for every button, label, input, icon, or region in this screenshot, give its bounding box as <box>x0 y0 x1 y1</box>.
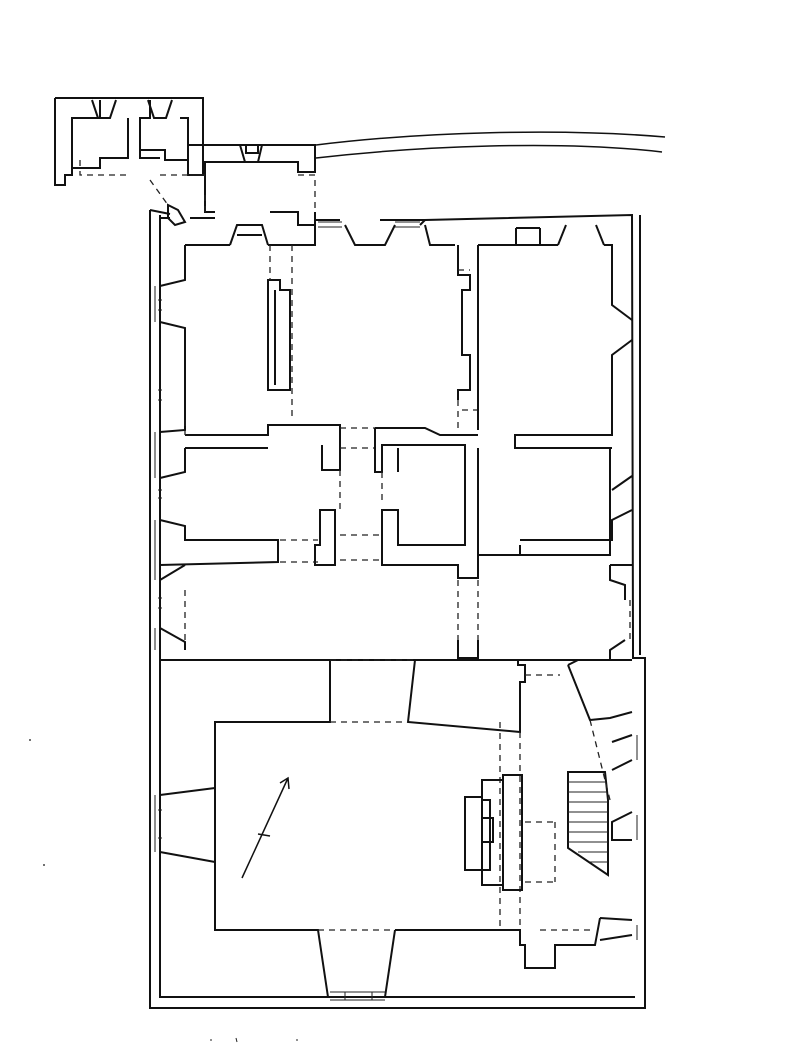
room-middle-east <box>477 448 633 555</box>
great-hall <box>154 659 601 998</box>
staircase <box>525 659 638 941</box>
north-arrow-icon <box>241 776 290 879</box>
fireplace <box>464 774 523 891</box>
entrance-block <box>167 144 316 227</box>
room-middle-center <box>340 428 611 579</box>
corridor <box>159 564 632 660</box>
north-windows <box>229 219 605 246</box>
annex-northwest <box>54 97 204 206</box>
room-north-west <box>159 225 341 471</box>
outer-walls <box>149 209 646 1009</box>
west-windows <box>154 286 162 650</box>
room-north-center <box>340 245 478 449</box>
south-window <box>330 991 385 1001</box>
room-north-east <box>375 244 633 449</box>
pencil-marks <box>29 739 298 1043</box>
room-middle-west <box>159 447 341 566</box>
road-edge <box>315 131 666 159</box>
